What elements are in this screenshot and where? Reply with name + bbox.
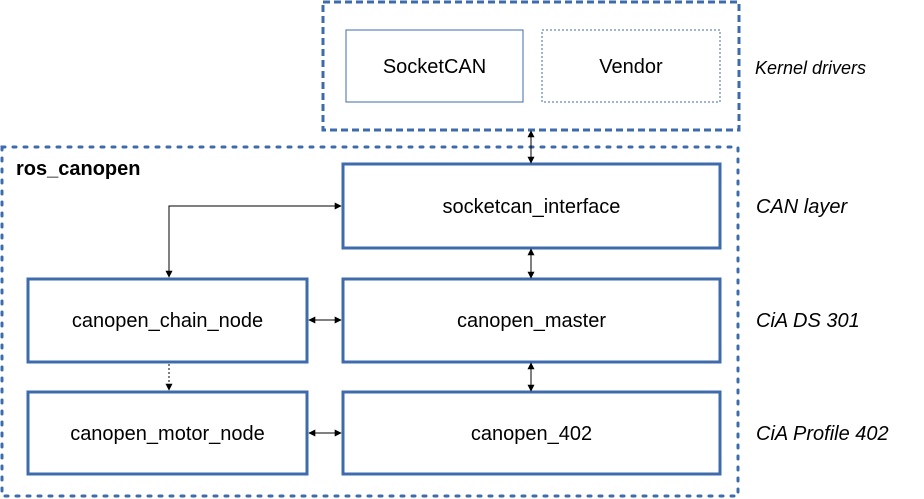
canopen-chain-node-label: canopen_chain_node [72, 310, 263, 332]
canopen-motor-node-label: canopen_motor_node [70, 423, 265, 445]
ros-canopen-group [0, 145, 740, 498]
arrow-interface-to-chain [165, 202, 342, 278]
can-layer-label: CAN layer [756, 196, 848, 218]
cia-ds301-label: CiA DS 301 [756, 310, 860, 332]
canopen-master-label: canopen_master [457, 310, 606, 332]
canopen-master-box [341, 277, 722, 364]
socketcan-interface-label: socketcan_interface [443, 196, 621, 218]
socketcan-interface-box [341, 162, 722, 250]
vendor-box [541, 29, 721, 103]
ros-canopen-title: ros_canopen [16, 158, 140, 180]
socketcan-label: SocketCAN [383, 56, 486, 78]
vendor-label: Vendor [599, 56, 663, 78]
canopen-402-label: canopen_402 [471, 423, 592, 445]
kernel-drivers-label: Kernel drivers [755, 58, 866, 78]
cia-profile402-label: CiA Profile 402 [756, 423, 889, 445]
kernel-drivers-group [321, 0, 741, 132]
canopen-chain-node-box [26, 277, 309, 364]
canopen-motor-node-box [26, 390, 309, 476]
canopen-402-box [341, 390, 722, 476]
socketcan-box [345, 29, 524, 103]
